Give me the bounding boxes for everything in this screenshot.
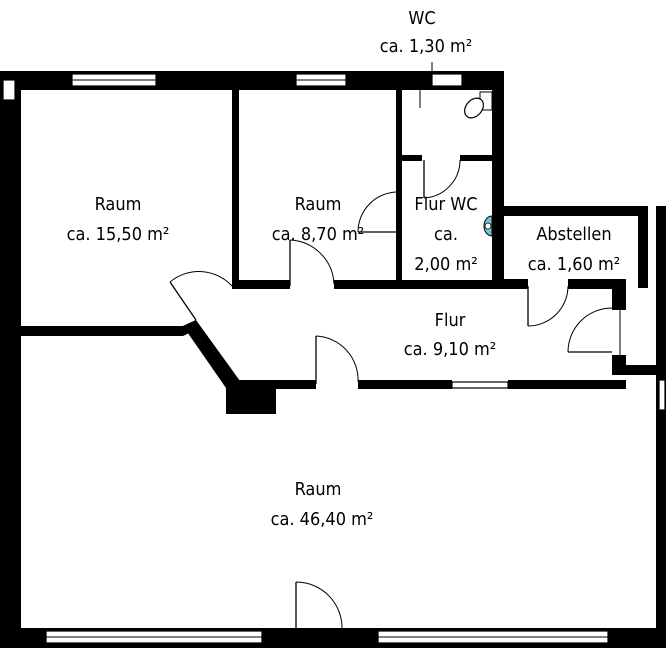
room-name-raum3: Raum: [295, 479, 342, 500]
door-raum2[interactable]: [289, 239, 335, 286]
window-right: [658, 379, 666, 411]
door-flur-right[interactable]: [567, 307, 621, 355]
room-name-wc: WC: [408, 8, 435, 29]
door-raum1[interactable]: [169, 270, 233, 321]
walls: [0, 71, 666, 648]
room-area-flurwc-2: 2,00 m²: [414, 254, 477, 275]
room-name-abstellen: Abstellen: [536, 224, 611, 245]
room-name-flurwc: Flur WC: [414, 194, 477, 215]
door-abstellen[interactable]: [527, 285, 569, 327]
room-area-flurwc-1: ca.: [434, 224, 458, 245]
room-area-raum3: ca. 46,40 m²: [271, 509, 374, 530]
room-labels: WC ca. 1,30 m² Raum ca. 15,50 m² Raum ca…: [67, 8, 621, 530]
room-name-raum1: Raum: [95, 194, 142, 215]
room-area-raum2: ca. 8,70 m²: [272, 224, 365, 245]
door-raum2-side[interactable]: [357, 191, 399, 233]
room-area-abstellen: ca. 1,60 m²: [528, 254, 621, 275]
door-entrance[interactable]: [295, 581, 343, 631]
window-left: [2, 79, 16, 101]
window-wc: [431, 73, 463, 87]
door-raum3-top[interactable]: [315, 335, 359, 384]
room-name-flur: Flur: [435, 310, 466, 331]
door-wc[interactable]: [423, 159, 461, 199]
fixtures: [419, 62, 493, 237]
doors: [169, 159, 621, 631]
room-area-wc: ca. 1,30 m²: [380, 36, 473, 57]
sink-icon: [483, 215, 493, 237]
room-name-raum2: Raum: [295, 194, 342, 215]
toilet-icon: [464, 91, 493, 119]
room-area-flur: ca. 9,10 m²: [404, 339, 497, 360]
window-flur: [451, 381, 509, 389]
room-area-raum1: ca. 15,50 m²: [67, 224, 170, 245]
windows: [2, 73, 666, 644]
